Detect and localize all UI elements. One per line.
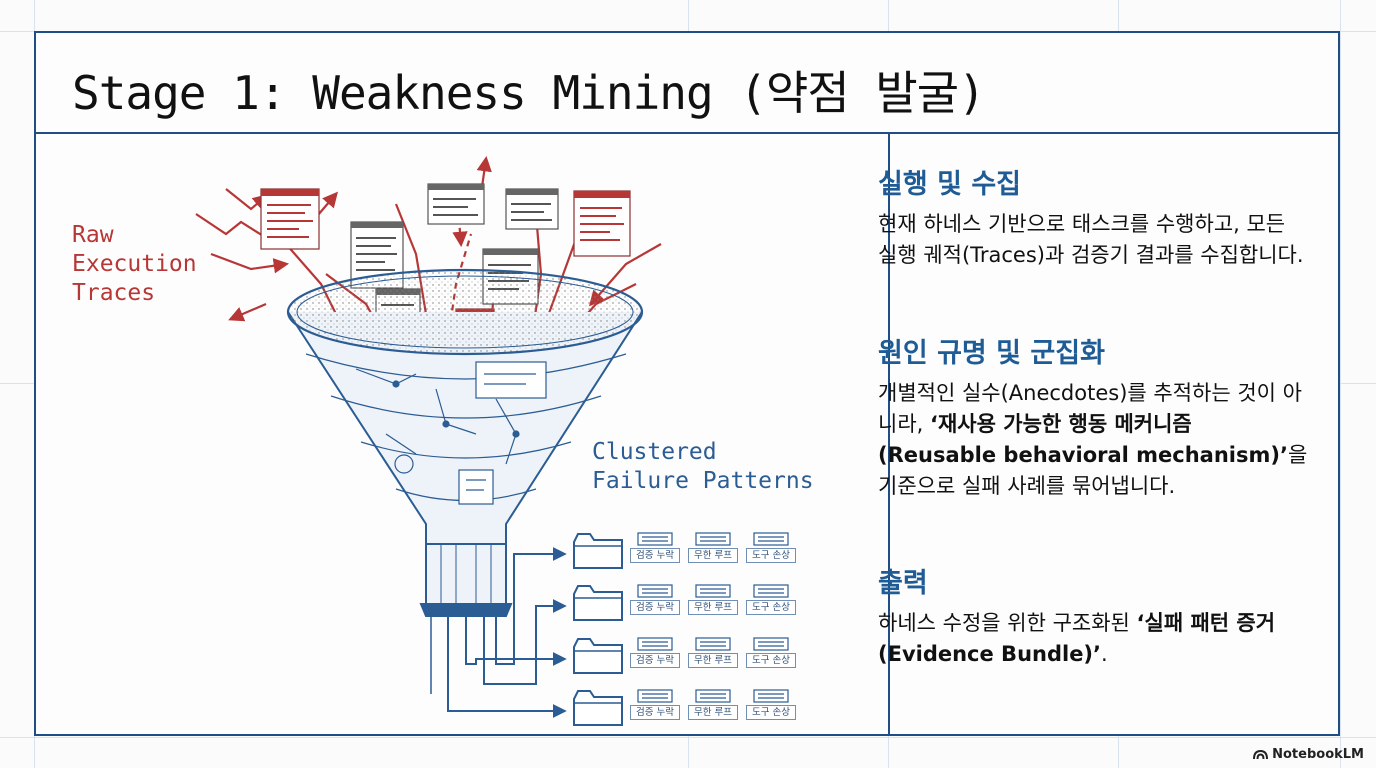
cluster-tag: 도구 손상	[746, 705, 796, 720]
cluster-folders	[573, 532, 789, 726]
folder-icon	[573, 585, 623, 621]
section-heading: 원인 규명 및 군집화	[878, 338, 1105, 369]
notebooklm-brand: NotebookLM	[1253, 747, 1364, 762]
section-body: 하네스 수정을 위한 구조화된 ‘실패 패턴 증거(Evidence Bundl…	[878, 608, 1308, 670]
section-body-text: 하네스 수정을 위한 구조화된	[878, 611, 1137, 635]
brand-label: NotebookLM	[1272, 747, 1364, 762]
cluster-tag: 도구 손상	[746, 548, 796, 563]
panel-divider	[888, 134, 890, 734]
cluster-tag: 도구 손상	[746, 600, 796, 615]
section-body: 개별적인 실수(Anecdotes)를 추적하는 것이 아니라, ‘재사용 가능…	[878, 378, 1308, 502]
cluster-tag: 무한 루프	[688, 600, 738, 615]
cluster-tag: 무한 루프	[688, 705, 738, 720]
cluster-tag: 검증 누락	[630, 548, 680, 563]
section-body: 현재 하네스 기반으로 태스크를 수행하고, 모든 실행 궤적(Traces)과…	[878, 212, 1304, 267]
funnel-illustration: Raw Execution Traces Clustered Failure P…	[36, 134, 888, 736]
section-body-text: .	[1101, 642, 1108, 666]
funnel-diagram	[195, 155, 789, 726]
raw-execution-traces-label: Raw Execution Traces	[72, 222, 197, 306]
cluster-tag: 검증 누락	[630, 653, 680, 668]
folder-icon	[573, 690, 623, 726]
section-output: 출력 하네스 수정을 위한 구조화된 ‘실패 패턴 증거(Evidence Bu…	[878, 566, 1308, 670]
cluster-tag: 무한 루프	[688, 548, 738, 563]
section-body-emphasis: ‘재사용 가능한 행동 메커니즘(Reusable behavioral mec…	[878, 412, 1288, 467]
title-bar: Stage 1: Weakness Mining (약점 발굴)	[36, 33, 1338, 134]
cluster-tag: 검증 누락	[630, 600, 680, 615]
section-heading: 실행 및 수집	[878, 169, 1021, 200]
page-title: Stage 1: Weakness Mining (약점 발굴)	[72, 66, 986, 120]
folder-icon	[573, 533, 623, 569]
funnel	[286, 268, 644, 617]
cluster-connectors	[430, 547, 567, 718]
section-body-emphasis: ‘실패 패턴 증거(Evidence Bundle)’	[878, 611, 1276, 666]
cluster-tag: 무한 루프	[688, 653, 738, 668]
cluster-tag: 검증 누락	[630, 705, 680, 720]
slide-frame: Stage 1: Weakness Mining (약점 발굴)	[34, 31, 1340, 736]
section-body-text: 을 기준으로 실패 사례를 묶어냅니다.	[878, 443, 1308, 498]
section-execute-collect: 실행 및 수집 현재 하네스 기반으로 태스크를 수행하고, 모든 실행 궤적(…	[878, 167, 1308, 271]
clustered-failure-patterns-label: Clustered Failure Patterns	[592, 439, 814, 494]
cluster-tag: 도구 손상	[746, 653, 796, 668]
folder-icon	[573, 638, 623, 674]
section-root-cause-clustering: 원인 규명 및 군집화 개별적인 실수(Anecdotes)를 추적하는 것이 …	[878, 336, 1308, 502]
notebooklm-logo-icon	[1253, 749, 1269, 760]
section-body-text: 개별적인 실수(Anecdotes)를 추적하는 것이 아니라,	[878, 381, 1302, 436]
section-heading: 출력	[878, 568, 928, 599]
